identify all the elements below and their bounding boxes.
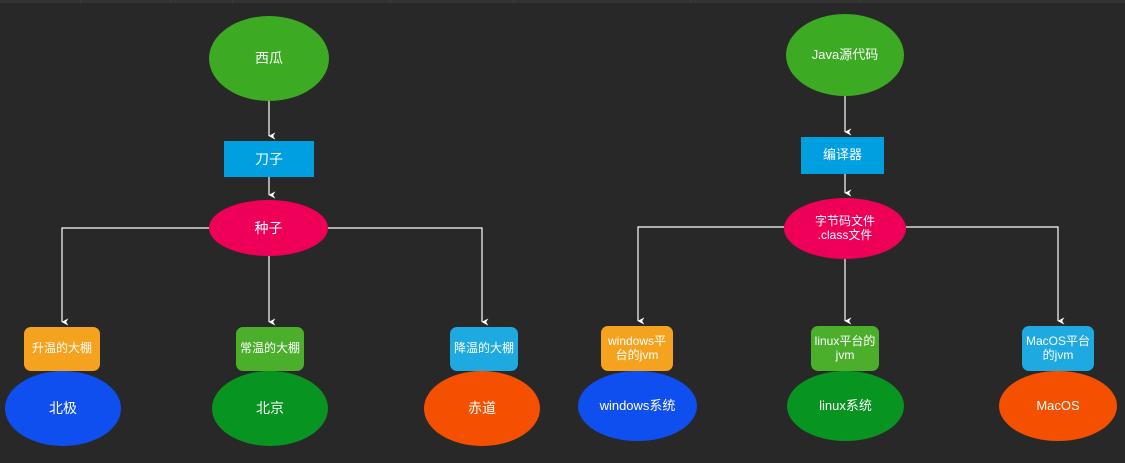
node-compiler[interactable]: 编译器 (801, 137, 884, 174)
node-java-source[interactable]: Java源代码 (786, 14, 904, 96)
node-xigua[interactable]: 西瓜 (209, 16, 329, 101)
edge-classfile-macjvm (906, 226, 1065, 325)
node-changwen-greenhouse[interactable]: 常温的大棚 (236, 327, 304, 371)
node-beijing[interactable]: 北京 (212, 371, 328, 446)
node-class-file[interactable]: 字节码文件 .class文件 (784, 198, 906, 259)
edge-zhongzi-jiangwen (328, 227, 489, 326)
node-shengwen-greenhouse[interactable]: 升温的大棚 (24, 327, 100, 371)
node-macos-jvm[interactable]: MacOS平台 的jvm (1022, 326, 1094, 371)
node-windows-os[interactable]: windows系统 (578, 371, 697, 441)
node-jiangwen-greenhouse[interactable]: 降温的大棚 (450, 327, 518, 371)
node-macos-os[interactable]: MacOS (999, 371, 1117, 441)
node-zhongzi[interactable]: 种子 (209, 200, 328, 256)
edge-zhongzi-shengwen (61, 227, 209, 326)
node-linux-os[interactable]: linux系统 (787, 371, 904, 441)
node-beiji[interactable]: 北极 (5, 371, 121, 446)
node-chidao[interactable]: 赤道 (424, 371, 540, 446)
node-windows-jvm[interactable]: windows平 台的jvm (601, 326, 673, 371)
node-linux-jvm[interactable]: linux平台的 jvm (811, 326, 879, 371)
node-daozi[interactable]: 刀子 (224, 141, 314, 177)
edge-classfile-winjvm (637, 226, 784, 325)
window-chrome-strip (0, 0, 1125, 3)
